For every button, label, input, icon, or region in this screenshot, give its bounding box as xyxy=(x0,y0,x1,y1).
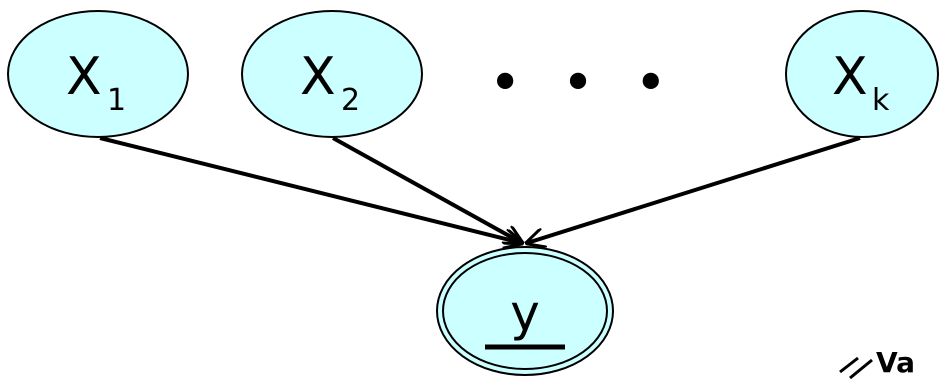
edge-x1-to-y xyxy=(99,136,522,243)
node-x1-subscript: 1 xyxy=(107,83,126,118)
node-xk-letter: X xyxy=(832,47,868,107)
node-xk-ellipse xyxy=(785,10,939,138)
edge-xk-to-y xyxy=(527,136,861,243)
node-x2-subscript: 2 xyxy=(341,83,360,118)
node-xk-subscript: k xyxy=(872,83,890,118)
node-x1-ellipse xyxy=(7,10,189,138)
node-x2-ellipse xyxy=(241,10,423,138)
edge-x2-to-y xyxy=(332,136,522,243)
node-x2-letter: X xyxy=(300,47,336,107)
node-y-outer-ellipse xyxy=(436,246,614,376)
node-y-inner-ellipse xyxy=(442,252,608,370)
node-y-label: y xyxy=(510,284,540,342)
node-x1-letter: X xyxy=(66,47,102,107)
node-x1[interactable]: X 1 xyxy=(7,10,189,138)
handwritten-tick-marks xyxy=(839,356,873,379)
node-xk[interactable]: X k xyxy=(785,10,939,138)
node-y[interactable]: y xyxy=(436,246,614,376)
ellipsis-dots: • • • xyxy=(489,51,668,116)
handwritten-partial-text: Va xyxy=(876,346,915,379)
node-x2[interactable]: X 2 xyxy=(241,10,423,138)
